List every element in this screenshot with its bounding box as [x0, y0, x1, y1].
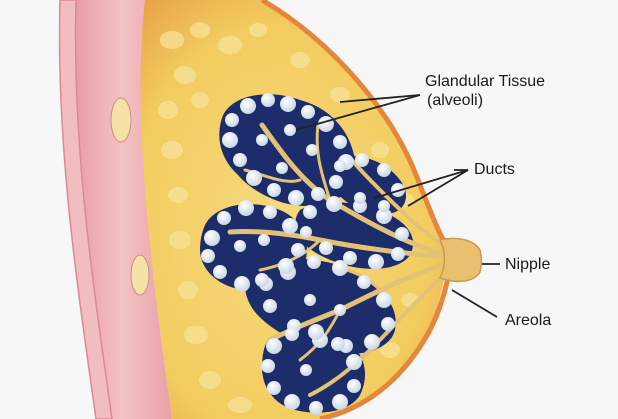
label-nipple: Nipple	[505, 255, 550, 274]
rib-2	[131, 255, 149, 295]
label-alveoli: (alveoli)	[427, 91, 483, 110]
rib-1	[111, 98, 131, 142]
label-areola: Areola	[505, 311, 551, 330]
label-ducts: Ducts	[474, 160, 515, 179]
label-glandular-tissue: Glandular Tissue	[425, 72, 545, 91]
nipple	[440, 238, 482, 281]
